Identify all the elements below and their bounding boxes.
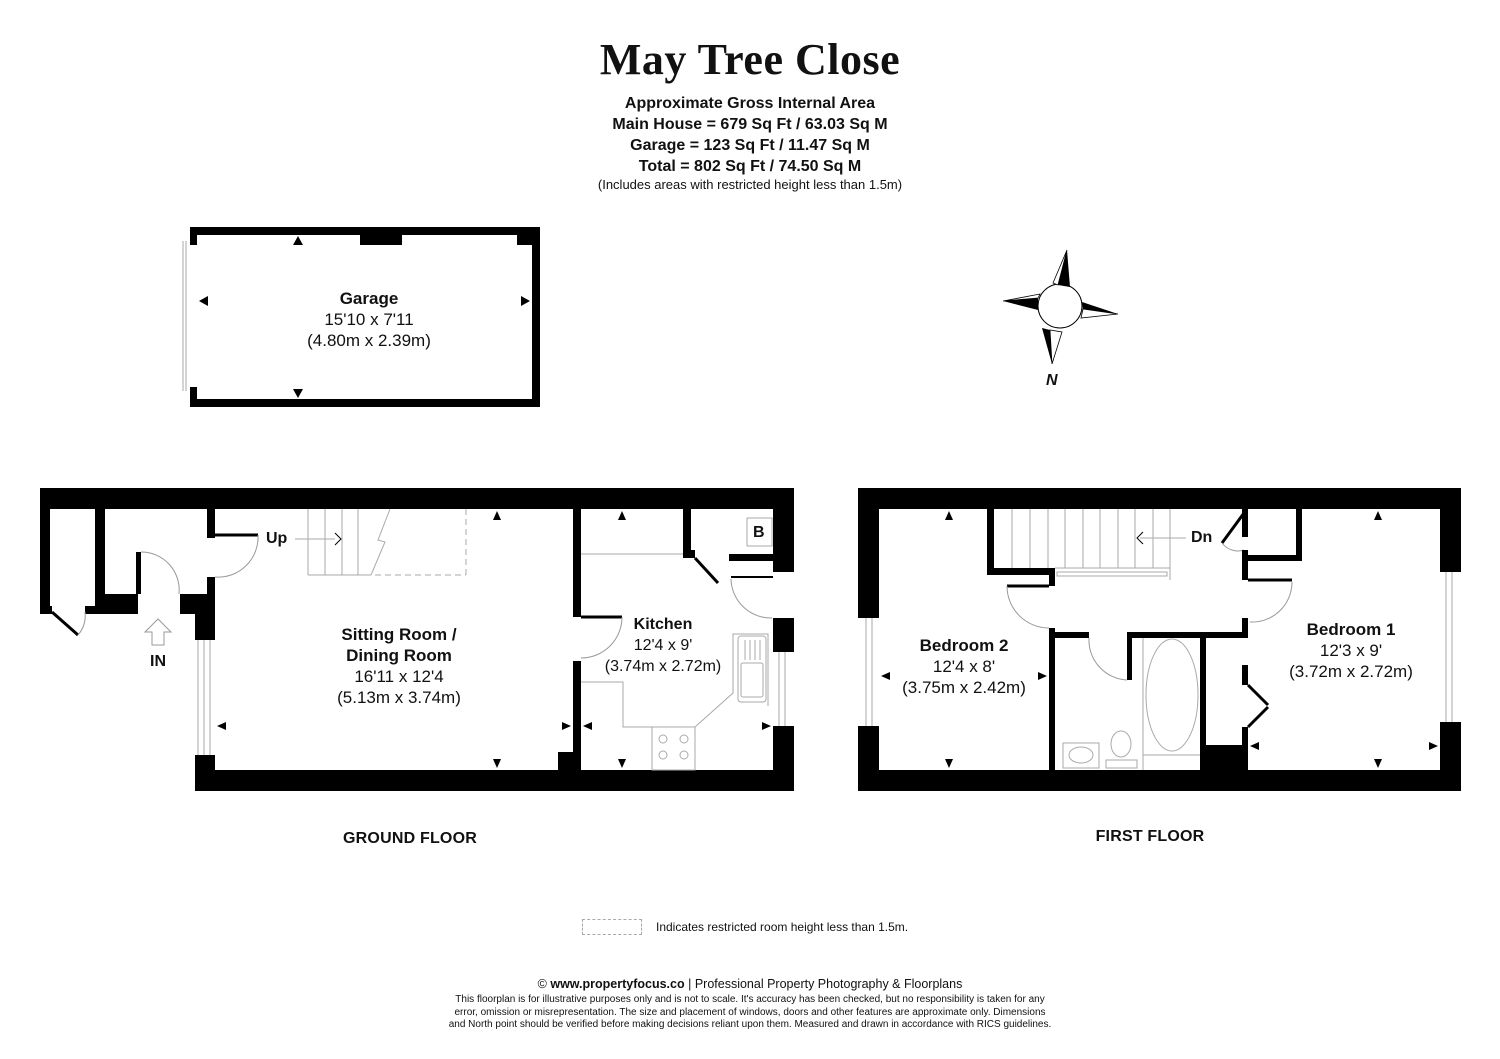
- property-title: May Tree Close: [599, 35, 901, 84]
- area-total: Total = 802 Sq Ft / 74.50 Sq M: [638, 158, 862, 175]
- room-dimensions-metric: (3.75m x 2.42m): [902, 678, 1026, 697]
- legend: Indicates restricted room height less th…: [582, 919, 908, 935]
- website-link[interactable]: www.propertyfocus.co: [550, 977, 685, 991]
- disclaimer-line-1: This floorplan is for illustrative purpo…: [455, 994, 1045, 1005]
- tagline: | Professional Property Photography & Fl…: [688, 977, 963, 991]
- footer-credit: © www.propertyfocus.co | Professional Pr…: [0, 977, 1500, 991]
- ground-floor-label: GROUND FLOOR: [343, 830, 477, 847]
- room-dimensions-metric: (5.13m x 3.74m): [337, 688, 461, 707]
- room-dimensions-imperial: 15'10 x 7'11: [324, 310, 414, 329]
- room-name: Kitchen: [633, 616, 693, 633]
- room-label-bedroom-1: Bedroom 1 12'3 x 9' (3.72m x 2.72m): [1289, 619, 1413, 682]
- room-label-sitting-dining: Sitting Room / Dining Room 16'11 x 12'4 …: [337, 624, 461, 708]
- stairs-down-label: Dn: [1191, 529, 1213, 546]
- area-heading: Approximate Gross Internal Area: [624, 95, 876, 112]
- room-name: Bedroom 1: [1306, 620, 1396, 639]
- area-note: (Includes areas with restricted height l…: [597, 177, 903, 192]
- stairs-up-label: Up: [266, 530, 288, 547]
- entrance-label: IN: [150, 653, 166, 670]
- room-dimensions-imperial: 12'3 x 9': [1319, 641, 1383, 660]
- restricted-height-swatch: [582, 919, 642, 935]
- room-label-bedroom-2: Bedroom 2 12'4 x 8' (3.75m x 2.42m): [902, 635, 1026, 698]
- disclaimer: This floorplan is for illustrative purpo…: [0, 994, 1500, 1032]
- room-name-line1: Sitting Room /: [341, 625, 457, 644]
- room-dimensions-metric: (4.80m x 2.39m): [307, 331, 431, 350]
- room-name: Bedroom 2: [919, 636, 1009, 655]
- boiler-label: B: [753, 524, 765, 541]
- room-dimensions-metric: (3.72m x 2.72m): [1289, 662, 1413, 681]
- room-dimensions-imperial: 12'4 x 8': [932, 657, 996, 676]
- room-dimensions-imperial: 12'4 x 9': [633, 637, 693, 654]
- copyright-symbol: ©: [537, 977, 547, 991]
- disclaimer-line-3: and North point should be verified befor…: [448, 1019, 1052, 1030]
- room-name: Garage: [339, 289, 399, 308]
- legend-text: Indicates restricted room height less th…: [656, 920, 909, 934]
- garage-plan: [182, 227, 540, 407]
- first-floor-label: FIRST FLOOR: [1095, 828, 1205, 845]
- area-main-house: Main House = 679 Sq Ft / 63.03 Sq M: [612, 116, 888, 133]
- area-summary: Approximate Gross Internal Area Main Hou…: [0, 93, 1500, 193]
- room-dimensions-metric: (3.74m x 2.72m): [604, 658, 722, 675]
- footer: © www.propertyfocus.co | Professional Pr…: [0, 977, 1500, 1032]
- room-name-line2: Dining Room: [346, 646, 452, 665]
- ground-floor-plan: [40, 488, 794, 791]
- area-garage: Garage = 123 Sq Ft / 11.47 Sq M: [630, 137, 870, 154]
- disclaimer-line-2: error, omission or misrepresentation. Th…: [454, 1006, 1046, 1018]
- compass-icon: [1002, 249, 1119, 365]
- room-label-garage: Garage 15'10 x 7'11 (4.80m x 2.39m): [307, 288, 431, 351]
- room-dimensions-imperial: 16'11 x 12'4: [354, 667, 444, 686]
- first-floor-plan: [858, 488, 1461, 791]
- room-label-kitchen: Kitchen 12'4 x 9' (3.74m x 2.72m): [605, 614, 721, 677]
- north-label: N: [1046, 372, 1058, 389]
